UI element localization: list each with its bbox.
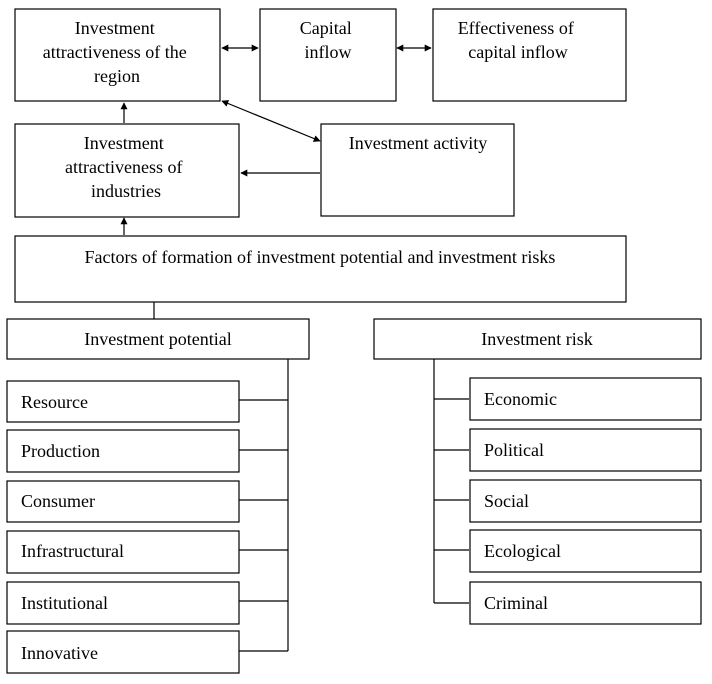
risk-item-label: Political bbox=[484, 440, 544, 460]
region-activity-double-arrow bbox=[221, 100, 321, 142]
connectors bbox=[120, 44, 469, 652]
potential-item-resource: Resource bbox=[6, 380, 240, 423]
potential-item-production: Production bbox=[6, 429, 240, 473]
region-attractiveness-box: Investment attractiveness of the region bbox=[14, 8, 221, 102]
industries-attractiveness-box: Investment attractiveness of industries bbox=[14, 123, 240, 218]
investment-potential-box: Investment potential bbox=[6, 318, 310, 360]
risk-item-criminal: Criminal bbox=[469, 581, 702, 625]
investment-activity-label: Investment activity bbox=[349, 133, 487, 153]
investment-activity-box: Investment activity bbox=[320, 123, 515, 217]
potential-item-consumer: Consumer bbox=[6, 480, 240, 523]
factors-box: Factors of formation of investment poten… bbox=[14, 235, 627, 303]
region-attractiveness-label: Investment attractiveness of the region bbox=[43, 18, 191, 86]
risk-item-economic: Economic bbox=[469, 377, 702, 421]
industries-attractiveness-label: Investment attractiveness of industries bbox=[65, 133, 187, 201]
factors-label: Factors of formation of investment poten… bbox=[85, 247, 556, 267]
potential-item-institutional: Institutional bbox=[6, 581, 240, 625]
potential-item-label: Institutional bbox=[21, 593, 108, 613]
risk-item-label: Ecological bbox=[484, 541, 561, 561]
risk-item-ecological: Ecological bbox=[469, 529, 702, 573]
potential-item-label: Consumer bbox=[21, 491, 95, 511]
potential-item-label: Infrastructural bbox=[21, 541, 124, 561]
investment-risk-title: Investment risk bbox=[481, 329, 592, 349]
investment-potential-title: Investment potential bbox=[84, 329, 231, 349]
potential-item-innovative: Innovative bbox=[6, 630, 240, 674]
investment-risk-box: Investment risk bbox=[373, 318, 702, 360]
capital-effectiveness-label: Effectiveness of capital inflow bbox=[458, 18, 579, 62]
potential-item-label: Resource bbox=[21, 392, 88, 412]
risk-item-label: Criminal bbox=[484, 593, 548, 613]
risk-item-political: Political bbox=[469, 428, 702, 472]
capital-effectiveness-box: Effectiveness of capital inflow bbox=[432, 8, 627, 102]
capital-inflow-label: Capital inflow bbox=[300, 18, 357, 62]
risk-item-label: Economic bbox=[484, 389, 557, 409]
capital-inflow-box: Capital inflow bbox=[259, 8, 397, 102]
potential-item-infrastructural: Infrastructural bbox=[6, 530, 240, 574]
risk-item-social: Social bbox=[469, 479, 702, 523]
risk-item-label: Social bbox=[484, 491, 529, 511]
potential-item-label: Innovative bbox=[21, 643, 98, 663]
potential-item-label: Production bbox=[21, 441, 100, 461]
